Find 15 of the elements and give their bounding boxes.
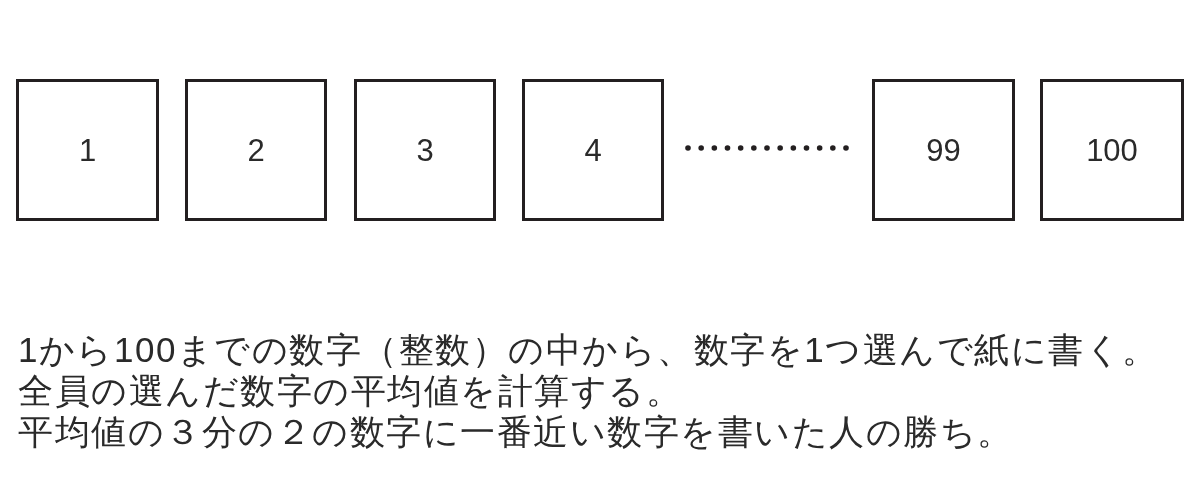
- rule-text: 1から100までの数字（整数）の中から、数字を1つ選んで紙に書く。: [18, 329, 1159, 370]
- number-box: [522, 79, 664, 221]
- box-number: 2: [247, 134, 265, 166]
- number-box: [185, 79, 327, 221]
- rule-text: 平均値の３分の２の数字に一番近い数字を書いた人の勝ち。: [18, 411, 1014, 452]
- rule-text: 全員の選んだ数字の平均値を計算する。: [18, 370, 682, 411]
- box-number: 99: [926, 134, 961, 166]
- box-number: 100: [1086, 134, 1138, 166]
- number-box: [16, 79, 159, 221]
- number-box: [354, 79, 496, 221]
- number-box: [1040, 79, 1184, 221]
- number-box: [872, 79, 1015, 221]
- box-number: 3: [416, 134, 434, 166]
- box-number: 1: [78, 134, 97, 166]
- box-number: 4: [584, 134, 602, 166]
